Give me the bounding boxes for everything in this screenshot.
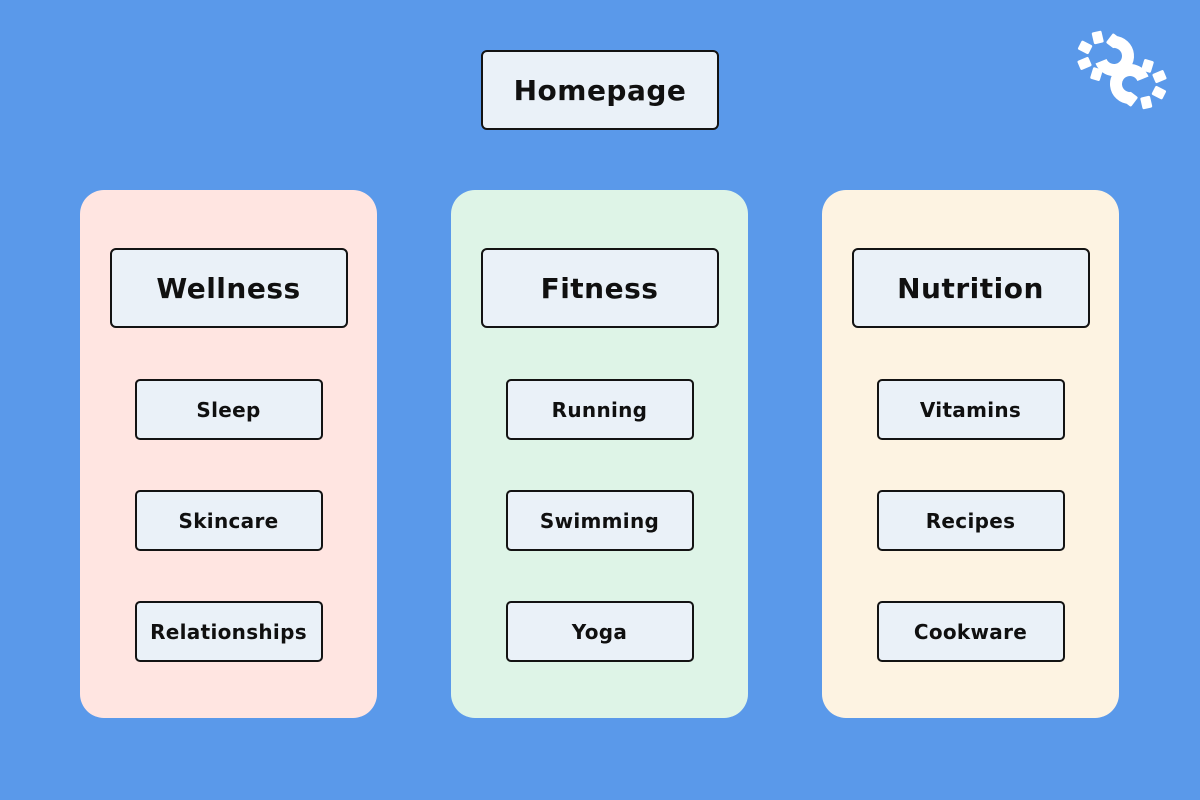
page-node-vitamins[interactable]: Vitamins xyxy=(876,379,1065,440)
homepage-label: Homepage xyxy=(513,73,687,107)
page-node-sleep[interactable]: Sleep xyxy=(134,379,323,440)
homepage-node[interactable]: Homepage xyxy=(481,50,719,130)
category-node-fitness[interactable]: Fitness xyxy=(480,248,719,328)
category-panel-wellness: Wellness Sleep Skincare Relationships xyxy=(80,190,377,718)
page-node-swimming[interactable]: Swimming xyxy=(505,490,694,551)
page-label: Skincare xyxy=(178,508,279,533)
category-node-nutrition[interactable]: Nutrition xyxy=(851,248,1090,328)
category-label: Nutrition xyxy=(897,271,1044,305)
page-node-relationships[interactable]: Relationships xyxy=(134,601,323,662)
interlocking-gears-icon xyxy=(1074,28,1174,120)
page-node-running[interactable]: Running xyxy=(505,379,694,440)
category-label: Fitness xyxy=(540,271,659,305)
category-panel-nutrition: Nutrition Vitamins Recipes Cookware xyxy=(822,190,1119,718)
page-label: Vitamins xyxy=(919,397,1022,422)
category-columns: Wellness Sleep Skincare Relationships Fi… xyxy=(80,190,1119,718)
page-label: Swimming xyxy=(539,508,660,533)
page-node-skincare[interactable]: Skincare xyxy=(134,490,323,551)
page-node-recipes[interactable]: Recipes xyxy=(876,490,1065,551)
page-label: Cookware xyxy=(913,619,1028,644)
page-label: Sleep xyxy=(196,397,261,422)
category-panel-fitness: Fitness Running Swimming Yoga xyxy=(451,190,748,718)
page-label: Yoga xyxy=(571,619,628,644)
page-node-cookware[interactable]: Cookware xyxy=(876,601,1065,662)
page-node-yoga[interactable]: Yoga xyxy=(505,601,694,662)
category-label: Wellness xyxy=(156,271,301,305)
category-node-wellness[interactable]: Wellness xyxy=(109,248,348,328)
page-label: Recipes xyxy=(925,508,1016,533)
page-label: Running xyxy=(551,397,648,422)
page-label: Relationships xyxy=(150,619,307,644)
